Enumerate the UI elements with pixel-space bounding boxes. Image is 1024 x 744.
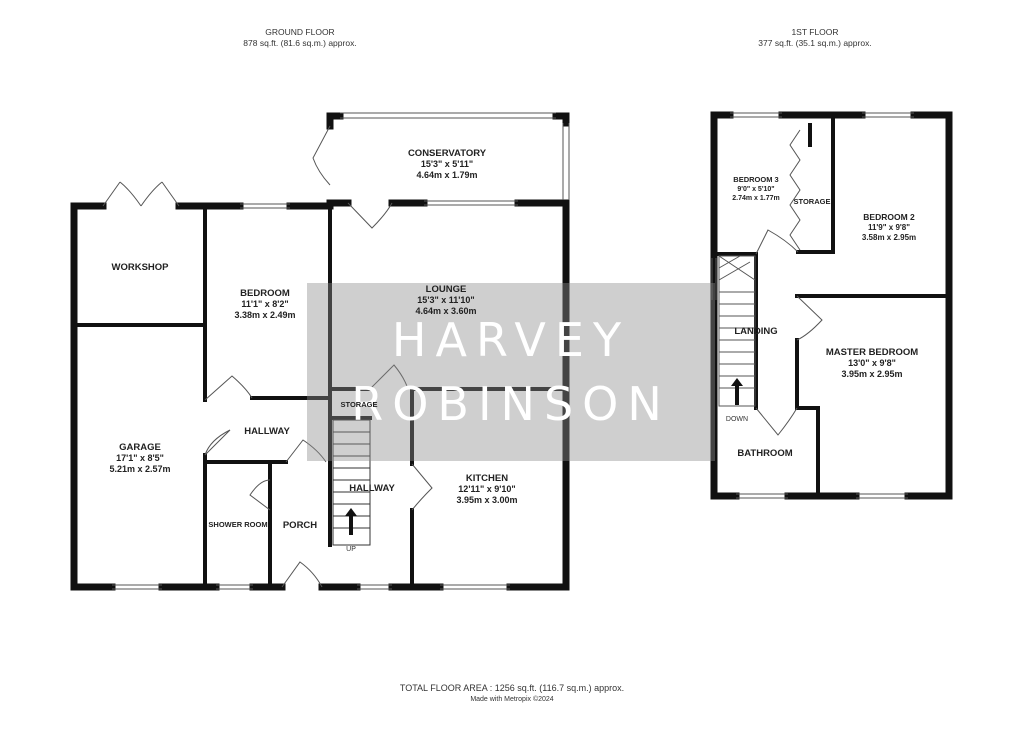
room-metric: 3.95m x 2.95m (841, 369, 903, 379)
first-floor-walls (710, 111, 953, 500)
room-bedroom-2: BEDROOM 2 11'9" x 9'8" 3.58m x 2.95m (862, 212, 916, 243)
room-metric: 2.74m x 1.77m (732, 195, 780, 202)
room-name: LOUNGE (425, 284, 467, 295)
room-storage-first: STORAGE (794, 196, 831, 207)
room-name: STORAGE (793, 197, 831, 206)
room-bedroom-3: BEDROOM 3 9'0" x 5'10" 2.74m x 1.77m (732, 174, 779, 203)
room-name: GARAGE (119, 442, 161, 453)
ground-floor-header: GROUND FLOOR 878 sq.ft. (81.6 sq.m.) app… (200, 27, 400, 49)
room-shower-room: SHOWER ROOM (208, 519, 267, 530)
room-name: SHOWER ROOM (208, 520, 268, 529)
watermark-line-1: HARVEY (391, 313, 631, 367)
room-imperial: 11'9" x 9'8" (867, 223, 911, 232)
stairs-down-label: DOWN (725, 416, 749, 423)
room-name: MASTER BEDROOM (825, 347, 919, 358)
room-imperial: 17'1" x 8'5" (116, 453, 164, 463)
room-bathroom: BATHROOM (737, 448, 792, 459)
room-conservatory: CONSERVATORY 15'3" x 5'11" 4.64m x 1.79m (408, 148, 486, 181)
room-metric: 3.95m x 3.00m (456, 495, 518, 505)
first-floor-header: 1ST FLOOR 377 sq.ft. (35.1 sq.m.) approx… (730, 27, 900, 49)
room-landing: LANDING (734, 326, 777, 337)
room-name: CONSERVATORY (407, 148, 487, 159)
room-workshop: WORKSHOP (112, 262, 169, 273)
room-metric: 3.38m x 2.49m (234, 310, 296, 320)
room-imperial: 9'0" x 5'10" (737, 186, 775, 193)
room-name: BEDROOM (240, 288, 290, 299)
room-metric: 3.58m x 2.95m (861, 233, 917, 242)
room-bedroom: BEDROOM 11'1" x 8'2" 3.38m x 2.49m (234, 288, 295, 321)
metropix-credit: Made with Metropix ©2024 (470, 696, 554, 703)
stairs-up-label: UP (346, 546, 356, 553)
stairs-down-arrow-icon (731, 378, 743, 405)
room-name: LANDING (734, 326, 778, 337)
room-name: KITCHEN (465, 473, 509, 484)
room-metric: 4.64m x 3.60m (415, 306, 477, 316)
watermark-band (307, 283, 715, 461)
room-kitchen: KITCHEN 12'11" x 9'10" 3.95m x 3.00m (456, 473, 517, 506)
room-lounge: LOUNGE 15'3" x 11'10" 4.64m x 3.60m (415, 284, 476, 317)
room-name: PORCH (282, 520, 318, 531)
room-name: STORAGE (340, 400, 378, 409)
total-floor-area: TOTAL FLOOR AREA : 1256 sq.ft. (116.7 sq… (399, 683, 625, 693)
room-storage: STORAGE (341, 399, 378, 410)
room-name: BEDROOM 3 (733, 175, 779, 184)
ground-floor-title: GROUND FLOOR (265, 27, 335, 37)
room-imperial: 13'0" x 9'8" (848, 358, 896, 368)
room-imperial: 11'1" x 8'2" (241, 299, 289, 309)
room-name: BEDROOM 2 (863, 212, 915, 222)
room-master-bedroom: MASTER BEDROOM 13'0" x 9'8" 3.95m x 2.95… (826, 347, 918, 380)
watermark-line-2: ROBINSON (351, 377, 671, 431)
room-name: BATHROOM (737, 448, 793, 459)
room-imperial: 12'11" x 9'10" (458, 484, 516, 494)
room-porch: PORCH (283, 520, 317, 531)
room-name: HALLWAY (244, 426, 290, 437)
room-hallway-centre: HALLWAY (349, 483, 395, 494)
room-metric: 4.64m x 1.79m (416, 170, 478, 180)
first-floor-title: 1ST FLOOR (791, 27, 839, 37)
room-hallway-left: HALLWAY (244, 426, 290, 437)
room-imperial: 15'3" x 5'11" (420, 159, 474, 169)
first-floor-area: 377 sq.ft. (35.1 sq.m.) approx. (758, 38, 872, 48)
room-imperial: 15'3" x 11'10" (417, 295, 475, 305)
room-name: HALLWAY (349, 483, 395, 494)
ground-floor-walls (70, 112, 570, 591)
room-garage: GARAGE 17'1" x 8'5" 5.21m x 2.57m (109, 442, 170, 475)
stairs-up-arrow-icon (345, 508, 357, 535)
room-name: WORKSHOP (111, 262, 169, 273)
room-metric: 5.21m x 2.57m (109, 464, 171, 474)
ground-floor-area: 878 sq.ft. (81.6 sq.m.) approx. (243, 38, 357, 48)
